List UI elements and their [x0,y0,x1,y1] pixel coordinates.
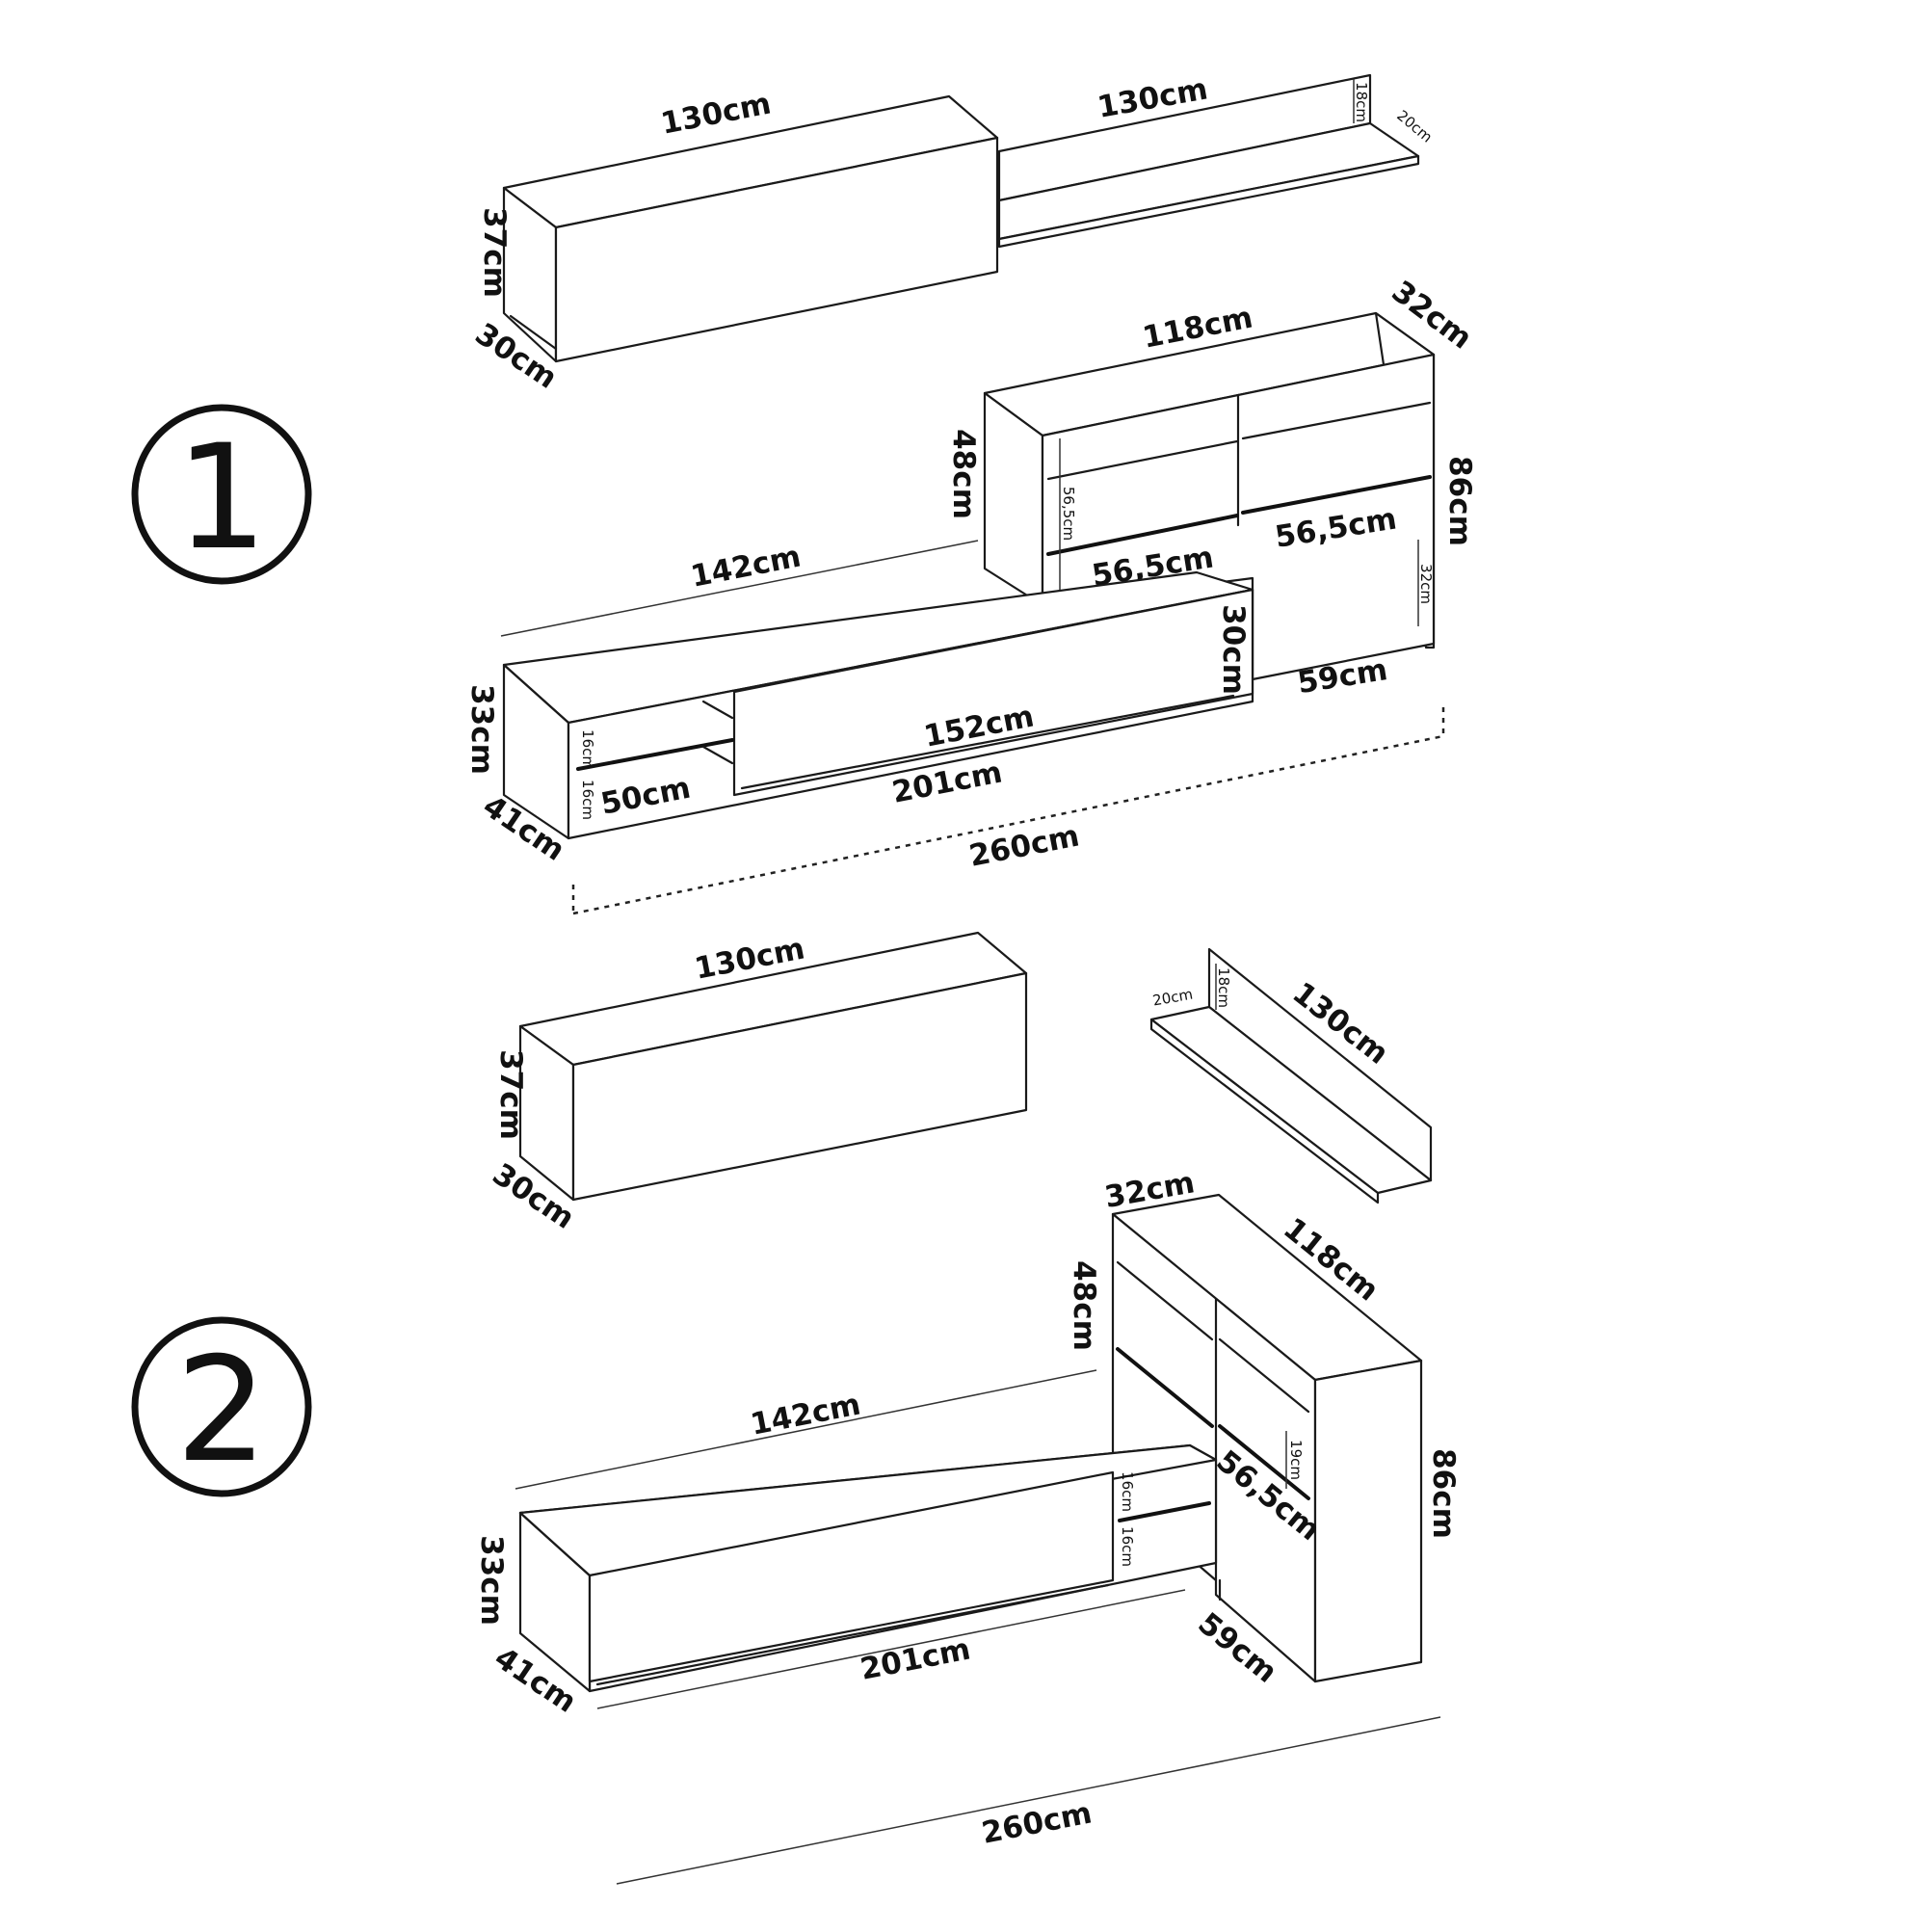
cabinet-mid-line-right [1218,1337,1310,1414]
shelf-board-front [1149,1018,1380,1204]
tv-unit-door-bottom [595,1583,1110,1686]
config-2-wall-unit: 130cm 37cm 30cm [487,932,1028,1236]
config-1-cabinet-top-height: 48cm [946,429,981,519]
cabinet-drawer-line-left [1046,514,1239,556]
tv-unit-shelf-line [576,738,734,771]
config-1-tv-door-height: 30cm [1216,604,1251,695]
cabinet-mid-line-right [1241,401,1432,440]
config-1-cabinet-inner-height: 56,5cm [1060,487,1077,541]
config-1-badge: 1 [131,404,312,585]
configuration-2: 2 130cm 37cm 30cm 130cm 18cm 20cm [131,932,1461,1885]
shelf-board-front [997,154,1420,249]
cabinet-mid-line-left [1116,1260,1214,1341]
tv-unit-niche-mid [701,745,734,765]
config-2-cabinet: 32cm 118cm 48cm 86cm 19cm 56,5cm 59cm [1067,1165,1461,1689]
config-2-total-dimension: 260cm [616,1716,1441,1885]
wall-unit-front [571,971,1028,1202]
config-2-shelf-height: 18cm [1215,967,1232,1008]
cabinet-drawer-line-right [1218,1424,1310,1500]
config-2-tv-shelf-lower: 16cm [1119,1526,1136,1567]
wall-unit-front [554,136,999,363]
config-2-cabinet-top-height: 48cm [1067,1260,1101,1351]
config-2-tv-height: 33cm [474,1535,509,1626]
config-1-cabinet: 118cm 32cm 86cm 48cm 56,5cm 56,5cm 56,5c… [946,274,1478,701]
config-2-tv-unit: 142cm 33cm 41cm 201cm 16cm 16cm [474,1369,1218,1720]
config-1-shelf: 130cm 18cm 20cm [997,71,1436,249]
tv-unit-shelf-line [1118,1501,1211,1522]
wall-unit-bottom-edge [509,314,558,351]
config-2-tv-shelf-upper: 16cm [1119,1471,1136,1512]
config-1-wall-unit-width: 130cm [658,87,774,142]
cabinet-drawer-line-left [1116,1347,1214,1428]
config-1-tv-shelf-lower: 16cm [579,780,596,820]
tv-unit-niche-top [701,700,734,720]
config-2-number: 2 [175,1327,267,1495]
config-1-tv-unit: 142cm 33cm 41cm 30cm 152cm 201cm 16cm 16… [464,540,1254,868]
config-1-number: 1 [175,414,267,582]
config-1-circle [131,404,312,585]
config-1-cabinet-height: 86cm [1442,456,1477,546]
configuration-1: 1 130cm 37cm 30cm 130cm 18cm 20cm [131,71,1478,915]
config-1-wall-unit: 130cm 37cm 30cm [469,87,999,396]
cabinet-end-side [1313,1359,1423,1683]
config-1-shelf-height: 18cm [1353,82,1370,122]
config-2-tv-body: 201cm [858,1632,973,1687]
config-2-tv-top: 142cm [748,1388,863,1442]
tv-top-dimension-line [500,540,979,637]
config-2-total: 260cm [979,1796,1095,1851]
config-1-shelf-depth: 20cm [1393,107,1436,146]
total-dimension-line [616,1716,1441,1885]
config-2-circle [131,1316,312,1497]
config-1-wall-unit-height: 37cm [477,207,512,298]
config-1-tv-top: 142cm [688,540,804,595]
cabinet-drawer-line-right [1241,475,1432,515]
cabinet-mid-line-left [1046,439,1239,481]
tv-unit-door-bottom [740,694,1235,790]
tv-unit-door [732,588,1254,797]
config-2-shelf: 130cm 18cm 20cm [1149,947,1433,1204]
config-2-wall-unit-height: 37cm [493,1049,528,1140]
tv-body-dimension-line [596,1589,1186,1709]
config-2-cabinet-drawer-height: 19cm [1287,1440,1305,1480]
tv-unit-top [518,1443,1218,1577]
config-2-badge: 2 [131,1316,312,1497]
config-1-tv-height: 33cm [464,684,499,775]
config-2-cabinet-height: 86cm [1426,1448,1461,1539]
config-2-shelf-depth: 20cm [1151,986,1194,1010]
tv-unit-door [588,1470,1115,1683]
tv-top-dimension-line [515,1369,1097,1490]
config-1-cabinet-lower: 32cm [1417,564,1435,604]
config-1-total: 260cm [966,819,1082,874]
config-1-tv-shelf-upper: 16cm [579,729,596,770]
